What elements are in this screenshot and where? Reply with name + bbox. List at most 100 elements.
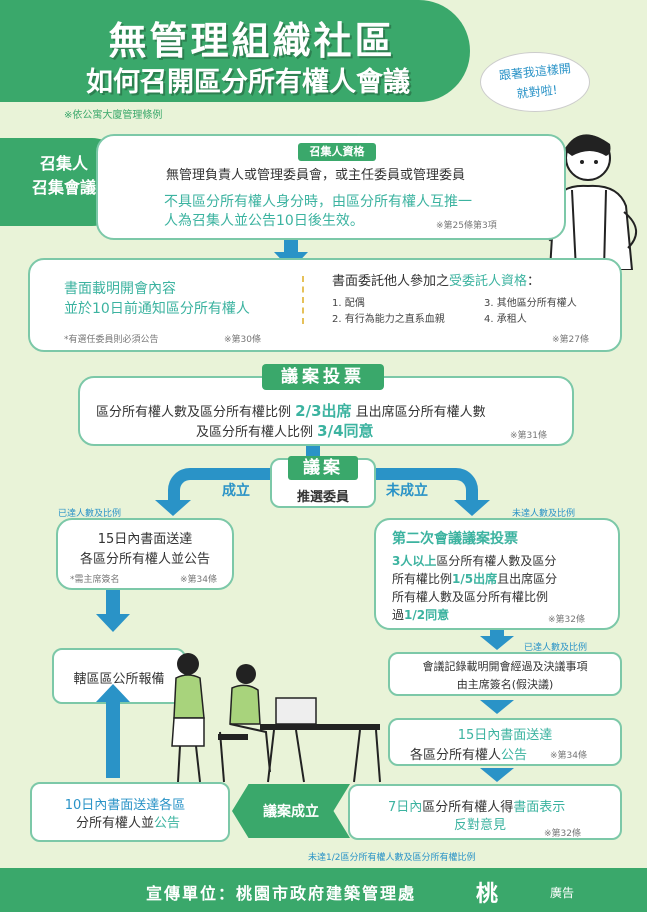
arrow-up-head xyxy=(96,684,130,702)
voting-tag: 議案投票 xyxy=(262,364,384,390)
convener-line1: 無管理負責人或管理委員會，或主任委員或管理委員 xyxy=(166,168,466,183)
footer-ad-label: 廣告 xyxy=(550,886,575,900)
second-vote-line1: 3人以上區分所有權人數及區分 xyxy=(392,552,556,569)
motion-passed-text: 議案成立 xyxy=(263,804,319,820)
notice-left-ref: ※第30條 xyxy=(224,335,261,345)
motion-left-label: 成立 xyxy=(222,483,250,499)
arrow-shaft-3 xyxy=(106,590,120,614)
notice-item-4: 4. 承租人 xyxy=(484,314,527,325)
convener-line2a: 不具區分所有權人身分時，由區分所有權人互推一 xyxy=(164,194,472,210)
man-illustration xyxy=(540,134,637,270)
footer-text: 宣傳單位：桃園市政府建築管理處 xyxy=(146,884,417,903)
notice-left-line2: 並於10日前通知區分所有權人 xyxy=(64,301,250,317)
notice-right-title-c: ： xyxy=(527,274,541,289)
footer-bar xyxy=(0,868,647,912)
left-condition: 已達人數及比例 xyxy=(58,509,122,519)
convener-ref: ※第25條第3項 xyxy=(436,221,497,231)
notice-right-title-b: 受委託人資格 xyxy=(449,274,528,289)
voting-agree: 3/4同意 xyxy=(317,422,374,440)
right-condition: 未達人數及比例 xyxy=(512,509,576,519)
arrow-head-3 xyxy=(96,614,130,632)
second-vote-box xyxy=(374,518,620,630)
second-vote-line1b: 區分所有權人數及區分 xyxy=(436,554,557,568)
objection-line1: 7日內區分所有權人得書面表示 xyxy=(388,796,565,815)
convener-side-label-2: 召集會議 xyxy=(31,178,96,197)
right-condition-2: 已達人數及比例 xyxy=(524,643,588,653)
notice-divider xyxy=(302,276,304,324)
arrow-shaft-4 xyxy=(490,630,504,638)
voting-line2a: 及區分所有權人比例 xyxy=(196,425,314,440)
second-vote-line2: 所有權比例1/5出席且出席區分 xyxy=(392,570,557,587)
motion-sub: 推選委員 xyxy=(296,490,349,505)
objection-line2: 反對意見 xyxy=(454,818,507,833)
left-deliver-line2: 各區分所有權人並公告 xyxy=(79,552,210,567)
left-deliver-line1: 15日內書面送達 xyxy=(97,532,193,547)
bottom-left-announce: 公告 xyxy=(154,816,181,831)
deliver2-line2: 各區分所有權人公告 xyxy=(410,744,527,763)
motion-right-arrow xyxy=(454,500,490,516)
objection-box xyxy=(348,784,622,840)
header-banner xyxy=(0,0,470,102)
bottom-left-box xyxy=(30,782,230,842)
bottom-left-line2: 分所有權人並公告 xyxy=(76,812,180,831)
speech-bubble xyxy=(480,52,590,112)
voting-line1c: 且出席區分所有權人數 xyxy=(355,405,486,420)
notice-item-2: 2. 有行為能力之直系血親 xyxy=(332,314,445,325)
notice-item-3: 3. 其他區分所有權人 xyxy=(484,298,577,309)
second-vote-attend: 1/5出席 xyxy=(452,572,498,586)
law-reference: ※依公寓大廈管理條例 xyxy=(64,110,163,121)
convener-tag: 召集人資格 xyxy=(298,143,376,161)
minutes-line1: 會議記錄載明開會經過及決議事項 xyxy=(422,660,588,673)
arrow-head-6 xyxy=(480,768,514,782)
second-vote-line3: 所有權人數及區分所有權比例 xyxy=(392,590,549,604)
minutes-box xyxy=(388,652,622,696)
voting-line1a: 區分所有權人數及區分所有權比例 xyxy=(96,405,292,420)
second-vote-line2c: 且出席區分 xyxy=(497,572,558,586)
notice-left-line1: 書面載明開會內容 xyxy=(64,281,176,297)
objection-line1b: 區分所有權人得 xyxy=(422,800,514,815)
notice-right-title: 書面委託他人參加之受委託人資格： xyxy=(332,270,540,289)
objection-written: 書面表示 xyxy=(513,800,566,815)
second-vote-line4a: 過 xyxy=(392,608,405,622)
second-vote-quorum: 3人以上 xyxy=(392,554,437,568)
page-title: 無管理組織社區 xyxy=(108,19,396,63)
arrow-head-5 xyxy=(480,700,514,714)
bottom-left-line1: 10日內書面送達各區 xyxy=(64,798,186,813)
arrow-shaft-1 xyxy=(284,240,298,252)
second-vote-agree: 1/2同意 xyxy=(404,608,450,622)
convener-side-label: 召集人 召集會議 xyxy=(8,152,120,200)
people-illustration xyxy=(171,653,381,783)
motion-tag: 議案 xyxy=(288,456,358,480)
objection-days: 7日內 xyxy=(388,800,423,815)
arrow-up-shaft xyxy=(106,702,120,778)
bottom-footnote: 未達1/2區分所有權人數及區分所有權比例 xyxy=(308,853,476,863)
report-text: 轄區區公所報備 xyxy=(73,672,165,687)
second-vote-title: 第二次會議議案投票 xyxy=(392,531,518,547)
deliver2-ref: ※第34條 xyxy=(550,751,587,761)
convener-side-label-1: 召集人 xyxy=(39,154,88,173)
page-subtitle-title: 如何召開區分所有權人會議 xyxy=(86,67,410,98)
footer-logo: 桃 xyxy=(476,882,499,907)
motion-passed-badge xyxy=(232,784,350,838)
notice-right-ref: ※第27條 xyxy=(552,335,589,345)
arrow-head-4 xyxy=(480,636,514,650)
left-deliver-ref: ※第34條 xyxy=(180,575,217,585)
deliver2-line1: 15日內書面送達 xyxy=(457,728,553,743)
deliver2-line2a: 各區分所有權人 xyxy=(410,748,502,763)
motion-right-label: 未成立 xyxy=(386,483,428,499)
voting-ref: ※第31條 xyxy=(510,431,547,441)
left-deliver-box xyxy=(56,518,234,590)
notice-item-1: 1. 配偶 xyxy=(332,298,365,309)
deliver2-box xyxy=(388,718,622,766)
second-vote-ref: ※第32條 xyxy=(548,615,585,625)
minutes-line2: 由主席簽名(假決議) xyxy=(456,678,554,691)
second-vote-line2a: 所有權比例 xyxy=(392,572,453,586)
objection-ref: ※第32條 xyxy=(544,829,581,839)
bottom-left-line2a: 分所有權人並 xyxy=(76,816,155,831)
notice-right-title-a: 書面委託他人參加之 xyxy=(332,274,450,289)
convener-line2b: 人為召集人並公告10日後生效。 xyxy=(164,213,364,229)
voting-attend: 2/3出席 xyxy=(295,402,352,420)
deliver2-announce: 公告 xyxy=(501,748,528,763)
second-vote-line4: 過1/2同意 xyxy=(392,606,449,623)
notice-box xyxy=(28,258,622,352)
